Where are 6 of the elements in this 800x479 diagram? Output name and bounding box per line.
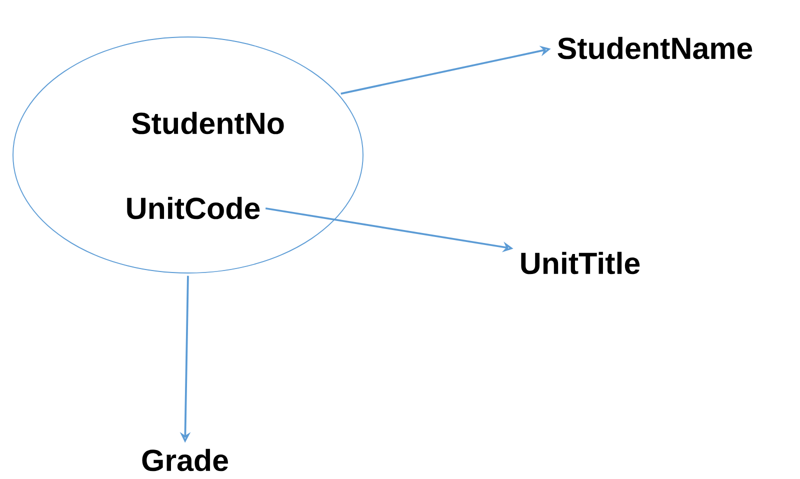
node-label: StudentName [558, 36, 752, 60]
node-label: UnitCode [127, 196, 260, 220]
node-label: Grade [142, 448, 228, 472]
node-label: StudentNo [132, 112, 284, 134]
node-label: UnitTitle [521, 252, 640, 274]
ellipse [12, 36, 364, 274]
